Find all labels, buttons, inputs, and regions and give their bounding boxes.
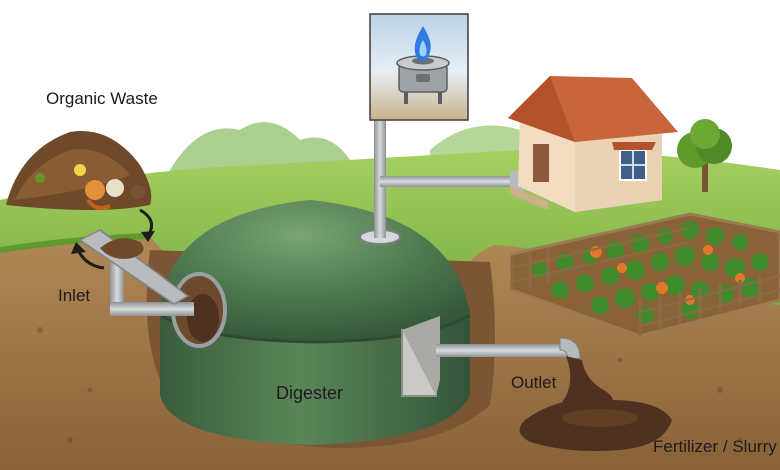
label-fertilizer-slurry: Fertilizer / Slurry xyxy=(653,437,777,456)
inlet-pipe-horizontal xyxy=(110,302,194,316)
gas-pipe-vertical xyxy=(374,86,386,238)
stove-burner-icon xyxy=(396,55,450,104)
tree-icon xyxy=(677,119,732,192)
label-organic-waste: Organic Waste xyxy=(46,89,158,108)
organic-waste-pile xyxy=(6,130,152,210)
gas-pipe-to-house xyxy=(380,176,520,187)
label-outlet: Outlet xyxy=(511,373,557,392)
label-inlet: Inlet xyxy=(58,286,91,305)
stove-inset xyxy=(369,13,469,121)
label-digester: Digester xyxy=(276,383,344,403)
digester-tank-body xyxy=(160,310,470,445)
vegetable-garden xyxy=(509,212,780,338)
garden-fence xyxy=(510,248,762,336)
outlet-pipe xyxy=(436,344,568,357)
slurry-flow xyxy=(519,356,672,451)
house-icon xyxy=(508,76,678,212)
